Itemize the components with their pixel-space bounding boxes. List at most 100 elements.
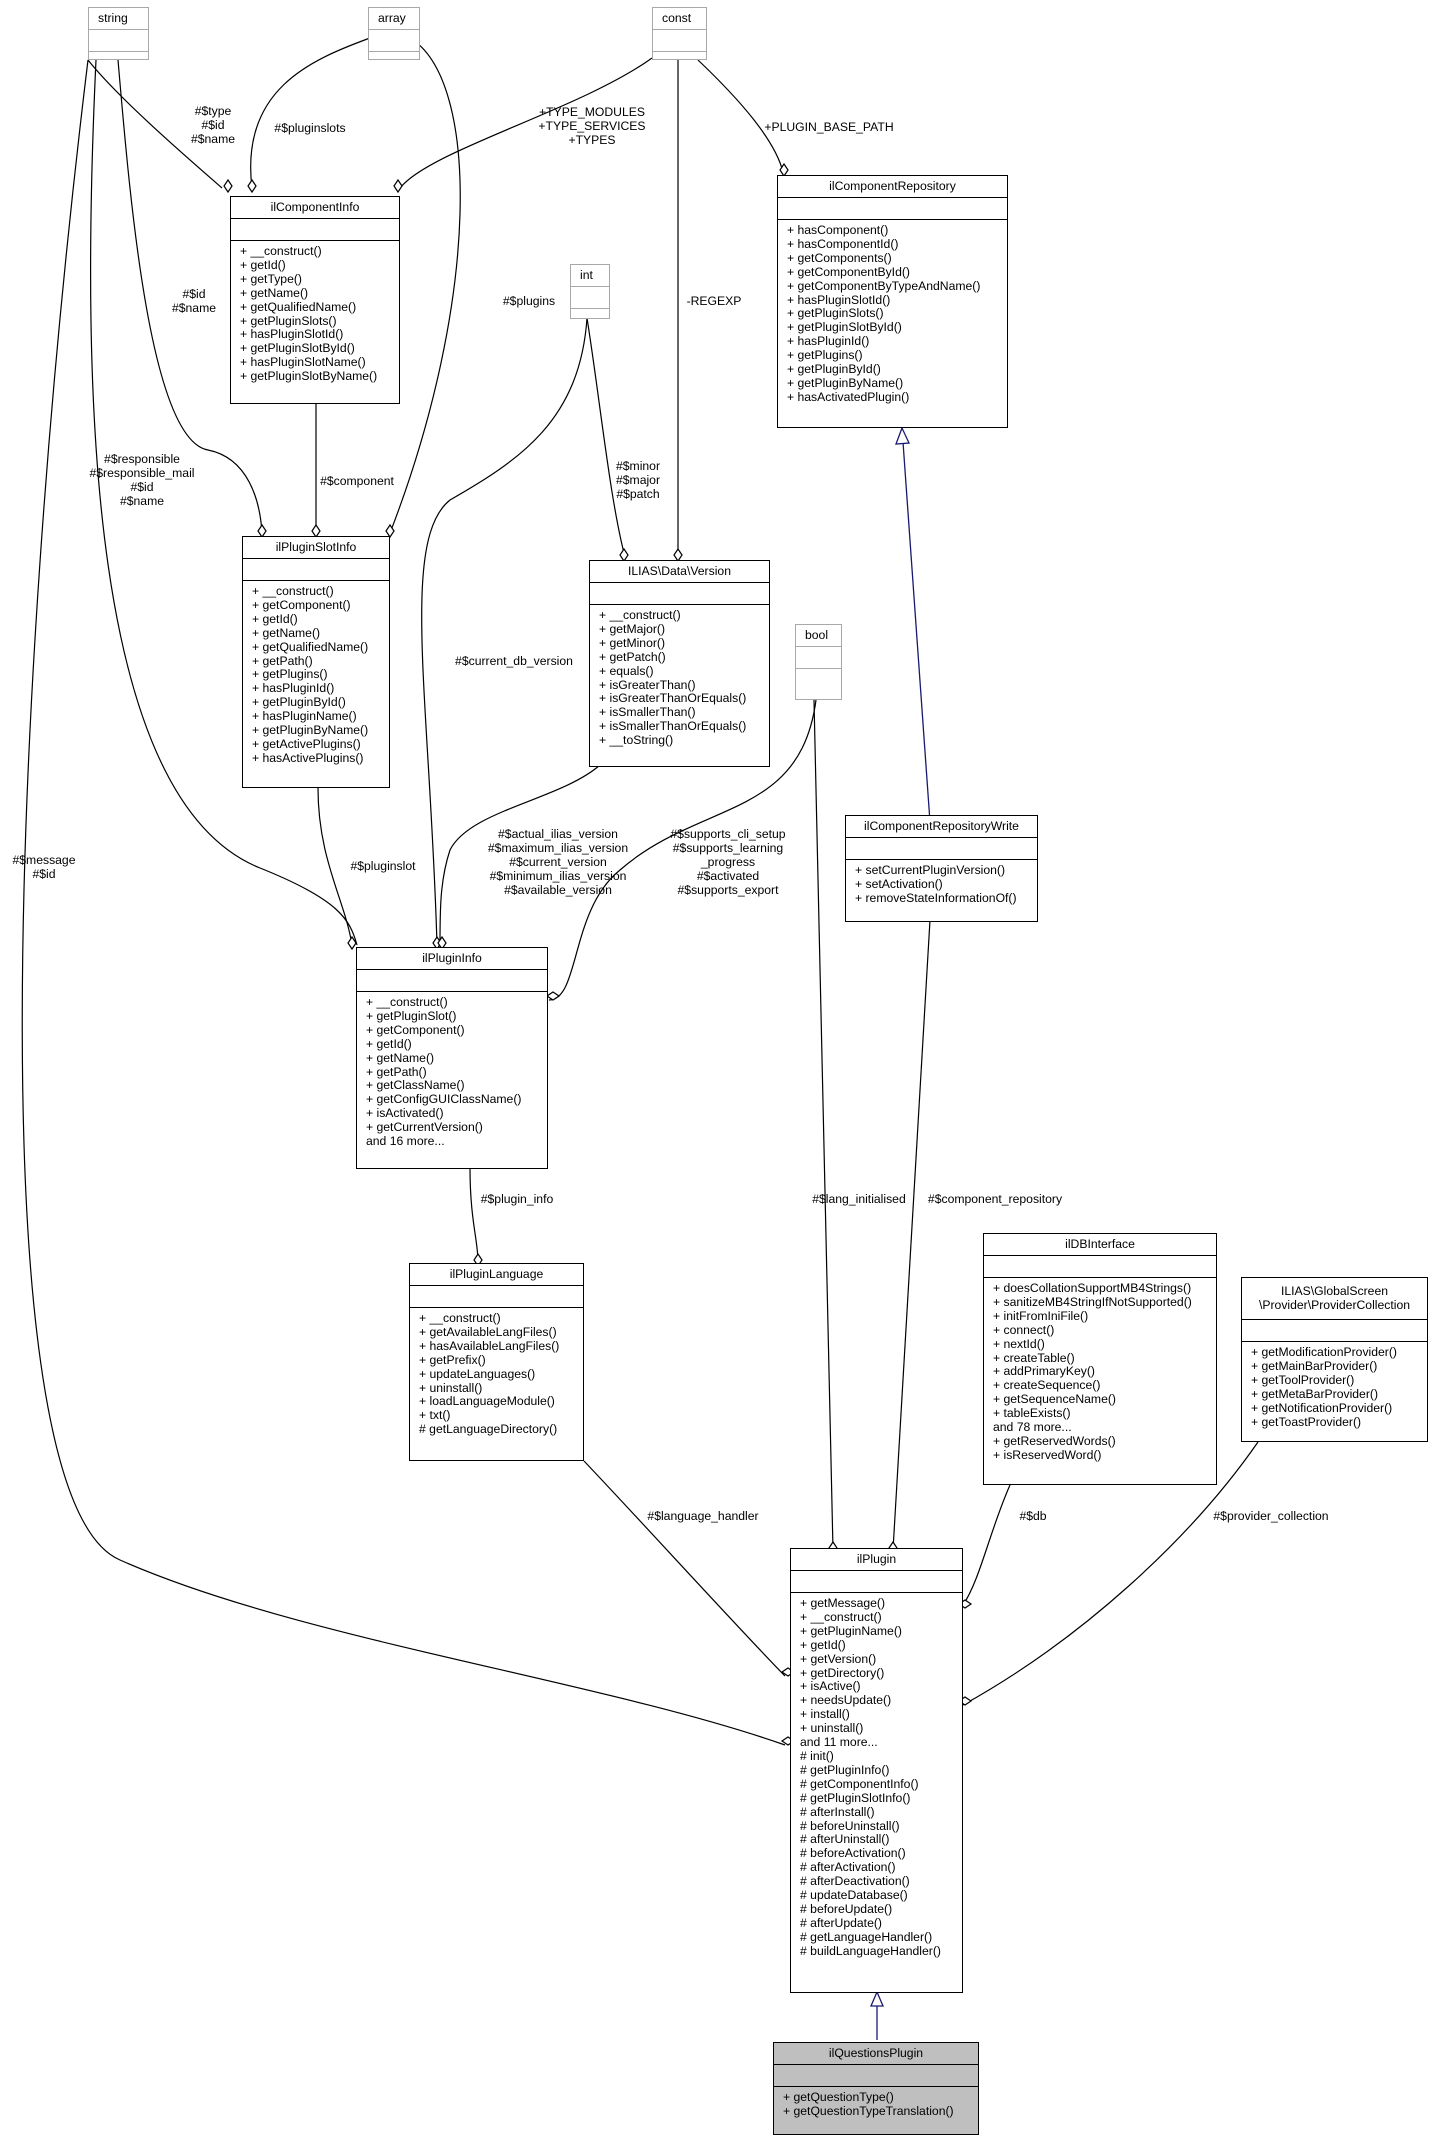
class-operation: + getPath() — [252, 653, 313, 668]
class-operation: + addPrimaryKey() — [993, 1364, 1095, 1379]
class-operation: + getMessage() — [800, 1596, 886, 1610]
class-string[interactable]: string — [88, 7, 149, 60]
edge-plugininfo-language — [469, 1167, 479, 1263]
class-ops: + __construct()+ getAvailableLangFiles()… — [410, 1308, 583, 1437]
class-operation: # beforeActivation() — [800, 1846, 906, 1861]
label-plugins: #$plugins — [503, 294, 555, 308]
class-operation: + initFromIniFile() — [993, 1308, 1089, 1323]
class-operation: + getActivePlugins() — [252, 736, 361, 751]
class-title: ilQuestionsPlugin — [774, 2043, 978, 2065]
class-title-line-1: ILIAS\GlobalScreen — [1280, 1284, 1389, 1298]
edge-slotinfo-plugininfo — [317, 787, 353, 946]
class-ops: + __construct()+ getPluginSlot()+ getCom… — [357, 992, 547, 1149]
class-ilplugininfo[interactable]: ilPluginInfo + __construct()+ getPluginS… — [356, 947, 548, 1169]
class-const[interactable]: const — [652, 7, 707, 60]
class-bool-attrs — [796, 647, 841, 669]
label-language-handler: #$language_handler — [647, 1509, 758, 1523]
class-attrs — [231, 219, 399, 241]
class-operation: + hasActivePlugins() — [252, 750, 364, 765]
class-operation: + install() — [800, 1707, 850, 1722]
edge-array-componentinfo — [250, 37, 371, 189]
class-title: ilPluginLanguage — [410, 1264, 583, 1286]
class-operation: + getMetaBarProvider() — [1251, 1386, 1379, 1401]
class-operation: + connect() — [993, 1322, 1055, 1337]
class-operation: + getPluginName() — [800, 1623, 902, 1638]
class-operation: # getPluginInfo() — [800, 1762, 890, 1777]
class-string-title: string — [89, 8, 148, 30]
edge-array-slotinfo — [389, 37, 461, 534]
class-array-attrs — [369, 30, 419, 52]
edge-repowrite-plugin — [892, 919, 931, 1551]
class-string-attrs — [89, 30, 148, 52]
class-operation: + getPatch() — [599, 649, 666, 664]
class-attrs — [410, 1286, 583, 1308]
class-title: ilComponentRepository — [778, 176, 1007, 198]
class-operation: # afterActivation() — [800, 1860, 896, 1875]
class-operation: + getToolProvider() — [1251, 1372, 1355, 1387]
class-operation: + doesCollationSupportMB4Strings() — [993, 1281, 1192, 1295]
class-ildbinterface[interactable]: ilDBInterface + doesCollationSupportMB4S… — [983, 1233, 1217, 1485]
label-minor-major-patch: #$minor#$major#$patch — [616, 459, 660, 501]
class-operation: + sanitizeMB4StringIfNotSupported() — [993, 1294, 1192, 1309]
class-ops: + getMessage()+ __construct()+ getPlugin… — [791, 1593, 962, 1959]
label-current-db-version: #$current_db_version — [455, 654, 573, 668]
class-operation: + getMajor() — [599, 621, 666, 636]
class-ilpluginlanguage[interactable]: ilPluginLanguage + __construct()+ getAva… — [409, 1263, 584, 1461]
class-const-attrs — [653, 30, 706, 52]
edge-db-plugin — [962, 1484, 1011, 1606]
diamond-componentinfo-1 — [223, 178, 233, 194]
class-operation: + getClassName() — [366, 1078, 465, 1093]
class-operation: # getLanguageHandler() — [800, 1929, 933, 1944]
class-operation: + getQuestionType() — [783, 2090, 894, 2104]
class-ilpluginslotinfo[interactable]: ilPluginSlotInfo + __construct()+ getCom… — [242, 536, 390, 788]
class-operation: # afterDeactivation() — [800, 1874, 910, 1889]
class-title: ILIAS\GlobalScreen \Provider\ProviderCol… — [1242, 1278, 1427, 1320]
class-title: ilDBInterface — [984, 1234, 1216, 1256]
class-int[interactable]: int — [570, 264, 610, 319]
class-operation: + getComponent() — [366, 1022, 465, 1037]
class-operation: + hasPluginSlotId() — [787, 292, 891, 307]
class-ilplugin[interactable]: ilPlugin + getMessage()+ __construct()+ … — [790, 1548, 963, 1993]
class-ilcomponentrepositorywrite[interactable]: ilComponentRepositoryWrite + setCurrentP… — [845, 815, 1038, 922]
edge-string-plugininfo — [90, 59, 358, 946]
class-array-title: array — [369, 8, 419, 30]
class-bool[interactable]: bool — [795, 624, 842, 700]
class-operation: + hasPluginSlotId() — [240, 327, 344, 342]
label-lang-initialised: #$lang_initialised — [812, 1192, 906, 1206]
label-types: +TYPE_MODULES+TYPE_SERVICES+TYPES — [538, 105, 645, 147]
edge-language-plugin — [583, 1460, 786, 1677]
class-operation: + hasPluginSlotName() — [240, 355, 366, 370]
class-version[interactable]: ILIAS\Data\Version + __construct()+ getM… — [589, 560, 770, 767]
class-operation: + isSmallerThanOrEquals() — [599, 719, 747, 734]
class-ops: + __construct()+ getComponent()+ getId()… — [243, 581, 389, 766]
class-operation: + getAvailableLangFiles() — [419, 1324, 557, 1339]
class-ops: + getModificationProvider()+ getMainBarP… — [1242, 1342, 1427, 1429]
class-operation: + __construct() — [599, 608, 681, 622]
class-operation: + getPluginSlotById() — [240, 341, 355, 356]
class-ilcomponentinfo[interactable]: ilComponentInfo + __construct()+ getId()… — [230, 196, 400, 404]
class-operation: + isActive() — [800, 1679, 861, 1694]
class-bool-title: bool — [796, 625, 841, 647]
class-operation: + getQualifiedName() — [252, 639, 369, 654]
class-providercollection[interactable]: ILIAS\GlobalScreen \Provider\ProviderCol… — [1241, 1277, 1428, 1442]
class-operation: + hasPluginName() — [252, 709, 357, 724]
diamond-repository — [779, 162, 789, 178]
class-array[interactable]: array — [368, 7, 420, 60]
diamond-plugininfo-1 — [347, 935, 357, 951]
class-operation: + removeStateInformationOf() — [855, 890, 1017, 905]
class-operation: + getName() — [366, 1050, 435, 1065]
class-operation: + getQualifiedName() — [240, 299, 357, 314]
class-operation: + uninstall() — [800, 1721, 864, 1736]
class-operation: + getPluginByName() — [787, 375, 904, 390]
class-ilquestionsplugin[interactable]: ilQuestionsPlugin + getQuestionType()+ g… — [773, 2042, 979, 2135]
label-responsible: #$responsible#$responsible_mail#$id#$nam… — [89, 452, 194, 508]
class-operation: # afterUpdate() — [800, 1915, 882, 1930]
class-ilcomponentrepository[interactable]: ilComponentRepository + hasComponent()+ … — [777, 175, 1008, 428]
class-operation: + getPluginSlotById() — [787, 320, 902, 335]
label-flags: #$supports_cli_setup#$supports_learning_… — [670, 827, 785, 897]
label-pluginslots: #$pluginslots — [274, 121, 345, 135]
class-operation: + __construct() — [800, 1609, 882, 1624]
diamond-version-2 — [673, 547, 683, 563]
class-attrs — [590, 583, 769, 605]
class-attrs — [778, 198, 1007, 220]
